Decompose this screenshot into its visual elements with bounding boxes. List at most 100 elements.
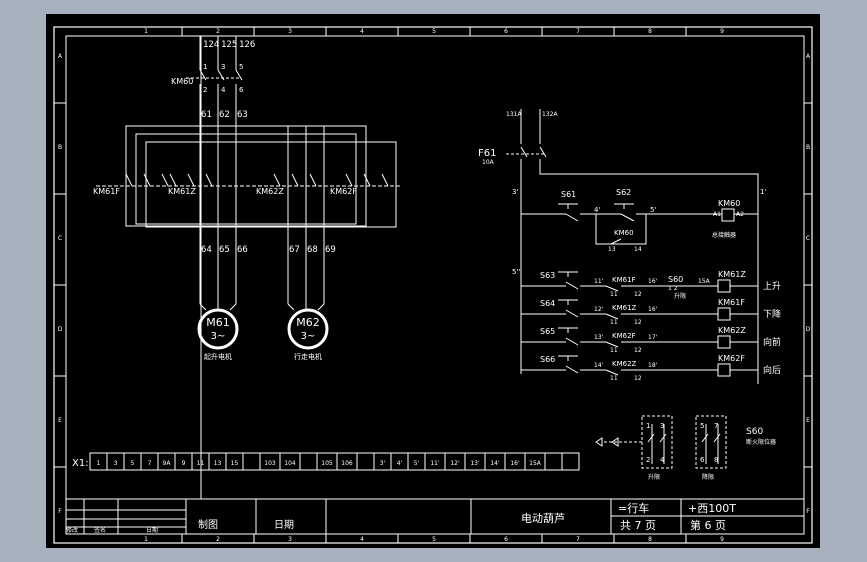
terminal-cell: 14' (484, 452, 506, 471)
svg-text:1': 1' (760, 188, 766, 196)
svg-text:A1: A1 (713, 211, 721, 218)
svg-text:修改: 修改 (66, 526, 78, 534)
column-label-bottom: 3 (288, 536, 292, 543)
svg-text:63: 63 (237, 110, 248, 120)
wire-125: 125 (221, 40, 237, 50)
svg-text:131A: 131A (506, 111, 522, 118)
rung-wire-a: 14' (594, 362, 604, 369)
total-pages: 共 7 页 (620, 519, 656, 532)
svg-text:1: 1 (203, 63, 207, 71)
svg-text:4: 4 (221, 86, 226, 94)
row-label-right: F (806, 508, 810, 515)
terminal-number: 9 (182, 460, 186, 467)
rung-wire-a: 11' (594, 278, 604, 285)
terminal-number: 13 (214, 460, 222, 467)
terminal-number: 5 (131, 460, 135, 467)
row-label-right: E (806, 417, 810, 424)
terminal-cell: 15 (225, 452, 244, 471)
m61-type: 3~ (211, 331, 226, 342)
svg-text:KM60: KM60 (614, 229, 634, 237)
limit-switch-s60: 1 3 2 4 5 7 6 8 S60 断火限位器 升限 降限 (595, 415, 776, 481)
rung-pin-11: 11 (610, 375, 618, 382)
svg-text:S62: S62 (616, 188, 631, 197)
svg-text:S61: S61 (561, 190, 576, 199)
svg-text:69: 69 (325, 245, 336, 255)
terminal-number: 11' (430, 460, 440, 467)
row-label-right: C (806, 235, 810, 242)
svg-text:132A: 132A (542, 111, 558, 118)
wire-124: 124 (203, 40, 219, 50)
rung-coil: KM61Z (718, 270, 746, 279)
column-label-bottom: 8 (648, 536, 652, 543)
rung-coil: KM61F (718, 298, 745, 307)
rung-direction: 下降 (763, 308, 781, 320)
km60-label: KM60 (171, 77, 193, 86)
equipment-code: +西100T (688, 502, 736, 515)
fuse-name: F61 (478, 148, 496, 159)
rung-button: S65 (540, 327, 555, 336)
wire-126: 126 (239, 40, 255, 50)
terminal-number: 3' (380, 460, 386, 467)
svg-text:总接触器: 总接触器 (712, 231, 736, 239)
column-label: 3 (288, 28, 292, 35)
m61-label: 起升电机 (204, 352, 232, 361)
km61z-label: KM61Z (168, 187, 196, 196)
terminal-cell (544, 452, 563, 471)
motor-power-circuit: 124 125 126 KM60 1 3 5 2 4 6 61 62 63 (93, 36, 402, 499)
column-label: 7 (576, 28, 580, 35)
svg-text:62: 62 (219, 110, 230, 120)
terminal-cell: 13' (464, 452, 486, 471)
drawn-label: 制图 (198, 518, 218, 531)
m62-type: 3~ (301, 331, 316, 342)
svg-text:4: 4 (660, 456, 665, 464)
svg-text:2: 2 (203, 86, 207, 94)
terminal-cell: 13 (208, 452, 227, 471)
rung-interlock: KM61F (612, 276, 636, 284)
column-label: 8 (648, 28, 652, 35)
km61f-label: KM61F (93, 187, 120, 196)
rung-wire-c: 15A (698, 278, 711, 285)
terminal-number: 14' (490, 460, 500, 467)
terminal-number: 9A (163, 460, 172, 467)
terminal-cell: 15A (524, 452, 546, 471)
svg-text:7: 7 (714, 422, 718, 430)
row-label-right: A (806, 53, 811, 60)
terminal-cell: 106 (336, 452, 358, 471)
row-label: B (58, 144, 62, 151)
column-label: 6 (504, 28, 508, 35)
rung-button: S66 (540, 355, 555, 364)
column-label-bottom: 6 (504, 536, 508, 543)
svg-text:3: 3 (221, 63, 225, 71)
m62-name: M62 (296, 316, 320, 329)
rung-pin-12: 12 (634, 291, 642, 298)
page-number: 第 6 页 (690, 518, 726, 532)
terminal-cell: 16' (504, 452, 526, 471)
column-label: 1 (144, 28, 148, 35)
svg-text:64: 64 (201, 245, 212, 255)
column-label-bottom: 2 (216, 536, 220, 543)
terminal-cell: 5 (123, 452, 142, 471)
rung-interlock: KM61Z (612, 304, 637, 312)
terminal-cell: 3 (106, 452, 125, 471)
terminal-number: 12' (450, 460, 460, 467)
rung-wire-b: 16' (648, 278, 658, 285)
svg-text:66: 66 (237, 245, 248, 255)
rung-limit-pins: 1 2 (668, 285, 678, 292)
terminal-cell: 1 (89, 452, 108, 471)
row-label: D (58, 326, 63, 333)
s60-name: S60 (746, 427, 763, 437)
svg-text:5: 5 (700, 422, 704, 430)
rung-interlock: KM62Z (612, 360, 637, 368)
control-circuit: 131A 132A F61 10A 3' 1' S61 S62 4' 5' KM… (478, 109, 781, 384)
svg-text:8: 8 (714, 456, 718, 464)
row-label: C (58, 235, 62, 242)
rung-coil: KM62F (718, 354, 745, 363)
